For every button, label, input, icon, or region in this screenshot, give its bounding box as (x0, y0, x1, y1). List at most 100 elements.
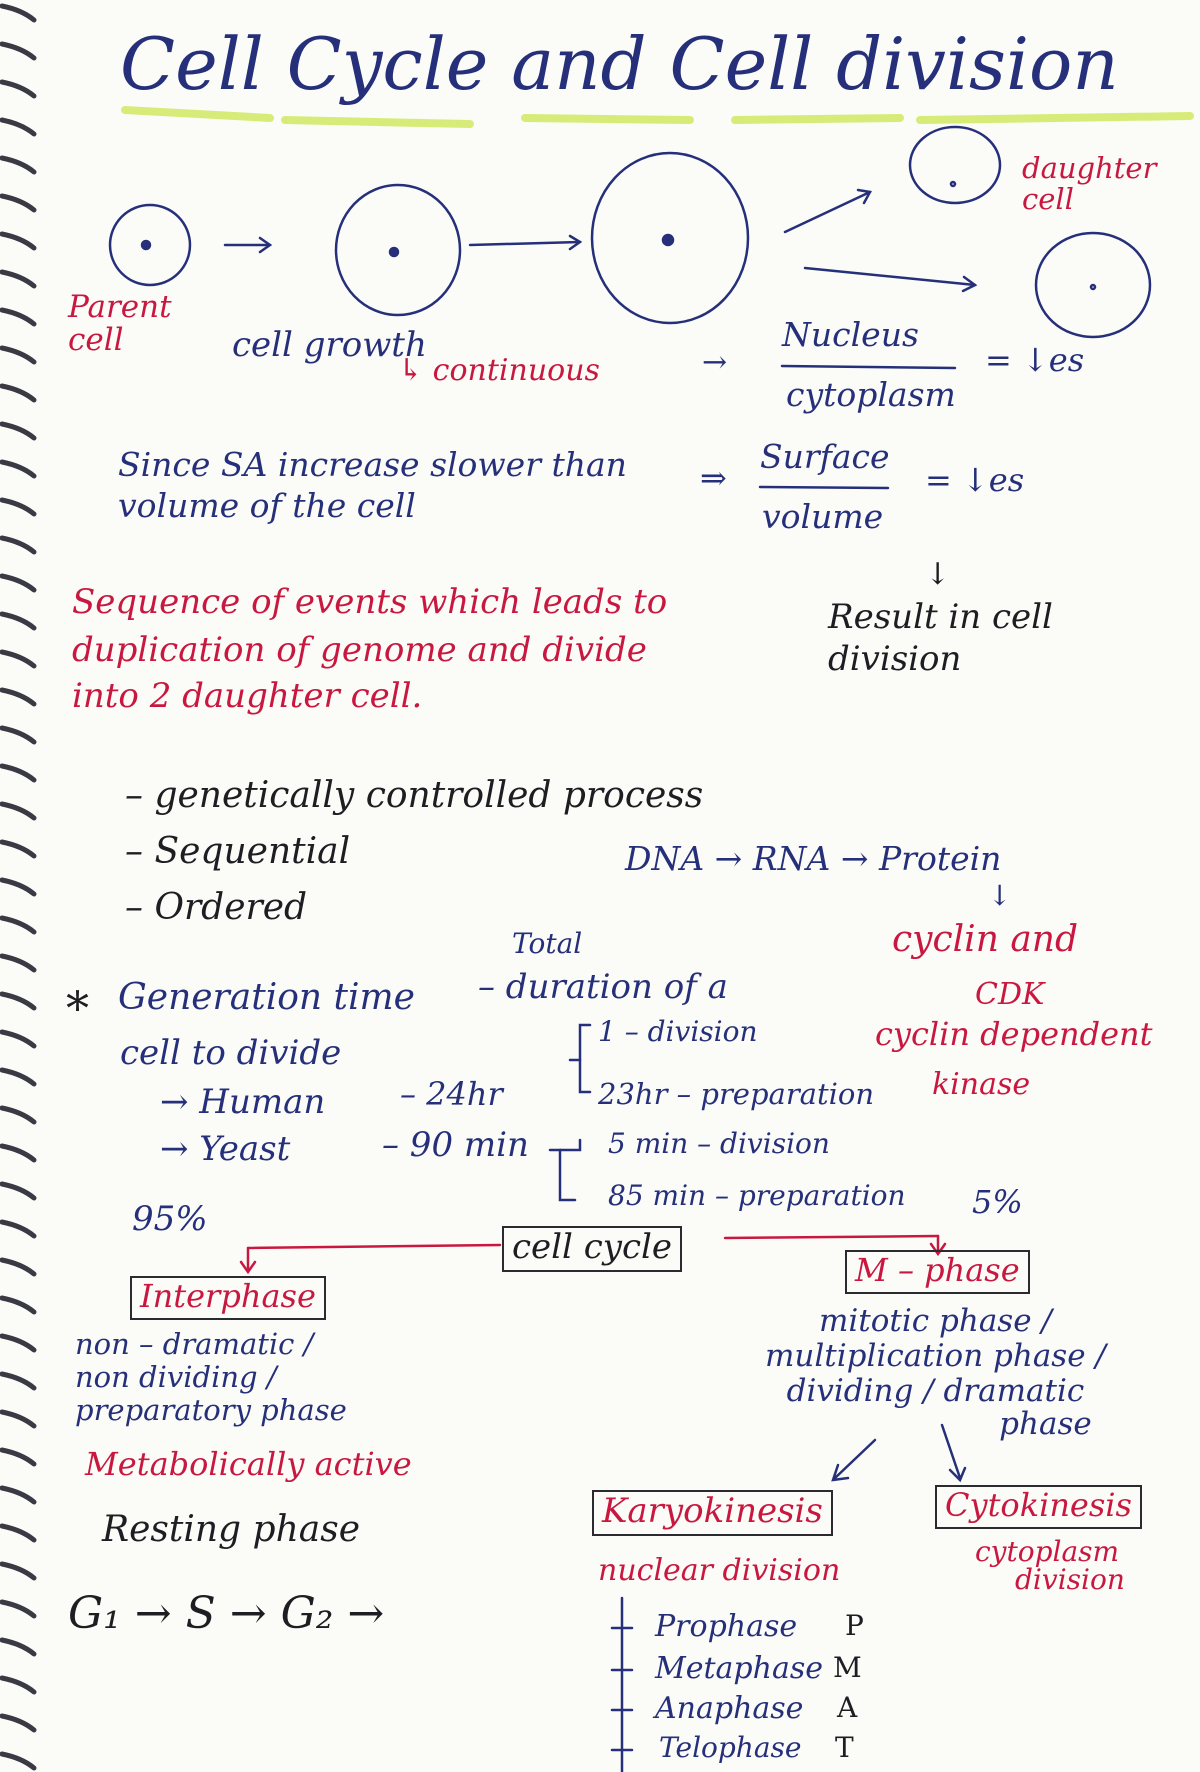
cell-to-divide: cell to divide (120, 1033, 342, 1073)
stage-telophase: Telophase (659, 1731, 802, 1764)
spiral-ring (0, 79, 37, 99)
cdk-label: CDK (975, 977, 1045, 1012)
spiral-ring (0, 307, 37, 327)
spiral-ring (0, 1105, 37, 1125)
cyclin-dependent-label: cyclin dependent (875, 1015, 1153, 1053)
since-text: Since SA increase slower than volume of … (118, 445, 627, 525)
metabolically-active-label: Metabolically active (85, 1445, 412, 1483)
g1-s-g2-flow: G₁ → S → G₂ → (68, 1588, 385, 1639)
human-preparation-time: 23hr – preparation (598, 1077, 875, 1111)
spiral-ring (0, 1485, 37, 1505)
spiral-ring (0, 1751, 37, 1771)
yeast-time: – 90 min (382, 1125, 529, 1165)
cytokinesis-box: Cytokinesis (935, 1485, 1142, 1529)
cytoplasm-denominator: cytoplasm (786, 375, 956, 414)
daughter-cell-2 (1034, 231, 1152, 339)
spiral-ring (0, 383, 37, 403)
yeast-label: → Yeast (160, 1129, 291, 1169)
interphase-box: Interphase (130, 1276, 326, 1320)
spiral-ring (0, 1599, 37, 1619)
stage-anaphase-letter: A (837, 1691, 858, 1724)
karyokinesis-box: Karyokinesis (592, 1490, 833, 1536)
mphase-percent: 5% (972, 1183, 1023, 1221)
spiral-ring (0, 1371, 37, 1391)
spiral-ring (0, 1181, 37, 1201)
stage-prophase: Prophase (655, 1609, 798, 1644)
generation-time-heading: Generation time (118, 977, 415, 1018)
stage-telophase-letter: T (835, 1731, 854, 1764)
interphase-description: non – dramatic / non dividing / preparat… (75, 1327, 347, 1427)
grown-cell-diagram (590, 151, 750, 325)
spiral-ring (0, 1561, 37, 1581)
implies-arrow-1: → (702, 345, 728, 380)
cytokinesis-description: cytoplasm division (975, 1535, 1125, 1596)
central-dogma: DNA → RNA → Protein (625, 839, 1002, 878)
yeast-division-time: 5 min – division (608, 1127, 830, 1160)
human-label: → Human (160, 1082, 326, 1122)
mphase-description: mitotic phase / multiplication phase / d… (765, 1303, 1106, 1442)
daughter-cell-label: daughter cell (1022, 151, 1157, 216)
spiral-ring (0, 1295, 37, 1315)
spiral-ring (0, 1447, 37, 1467)
cell-cycle-definition: Sequence of events which leads to duplic… (72, 582, 668, 716)
spiral-ring (0, 611, 37, 631)
nucleus-numerator: Nucleus (782, 315, 919, 354)
spiral-ring (0, 1067, 37, 1087)
spiral-ring (0, 3, 37, 23)
spiral-ring (0, 497, 37, 517)
spiral-ring (0, 1029, 37, 1049)
stage-metaphase-letter: M (833, 1651, 862, 1684)
page-title: Cell Cycle and Cell division (120, 22, 1119, 106)
spiral-ring (0, 269, 37, 289)
mphase-box: M – phase (845, 1250, 1030, 1294)
stage-prophase-letter: P (845, 1609, 864, 1642)
title-highlight (121, 106, 1194, 128)
spiral-ring (0, 991, 37, 1011)
surface-numerator: Surface (760, 437, 890, 476)
result-down-arrow: ↓ (925, 557, 951, 592)
parent-cell-diagram (108, 203, 192, 287)
spiral-ring (0, 193, 37, 213)
resting-phase-label: Resting phase (102, 1509, 361, 1550)
spiral-ring (0, 839, 37, 859)
spiral-ring (0, 459, 37, 479)
human-division-time: 1 – division (598, 1015, 758, 1048)
spiral-ring (0, 953, 37, 973)
generation-time-definition: – duration of a (478, 967, 728, 1007)
spiral-ring (0, 801, 37, 821)
growing-cell-diagram (334, 183, 462, 317)
daughter-cell-1 (908, 125, 1002, 205)
interphase-percent: 95% (132, 1199, 208, 1239)
spiral-ring (0, 763, 37, 783)
stage-anaphase: Anaphase (655, 1691, 804, 1726)
implies-arrow-2: ⇒ (700, 459, 727, 497)
spiral-ring (0, 231, 37, 251)
spiral-ring (0, 41, 37, 61)
spiral-ring (0, 1143, 37, 1163)
surface-ratio-result: = ↓es (925, 461, 1025, 499)
continuous-label: ↳ continuous (398, 353, 600, 388)
cell-cycle-box: cell cycle (502, 1226, 683, 1272)
spiral-ring (0, 725, 37, 745)
spiral-ring (0, 573, 37, 593)
parent-cell-label: Parent cell (68, 289, 172, 358)
spiral-ring (0, 117, 37, 137)
total-label: Total (512, 927, 583, 960)
nucleus-ratio-result: = ↓es (985, 341, 1085, 379)
star-marker: * (66, 981, 89, 1035)
cyclin-cdk-label: cyclin and (892, 919, 1079, 960)
spiral-ring (0, 1333, 37, 1353)
spiral-ring (0, 535, 37, 555)
stage-metaphase: Metaphase (655, 1651, 823, 1686)
spiral-ring (0, 421, 37, 441)
protein-down-arrow: ↓ (988, 879, 1012, 912)
spiral-ring (0, 687, 37, 707)
spiral-ring (0, 155, 37, 175)
features-list: – genetically controlled process – Seque… (125, 775, 704, 928)
cell-growth-label: cell growth (232, 325, 427, 365)
spiral-ring (0, 1409, 37, 1429)
yeast-preparation-time: 85 min – preparation (608, 1179, 906, 1212)
spiral-ring (0, 1713, 37, 1733)
spiral-ring (0, 1219, 37, 1239)
spiral-ring (0, 1257, 37, 1277)
